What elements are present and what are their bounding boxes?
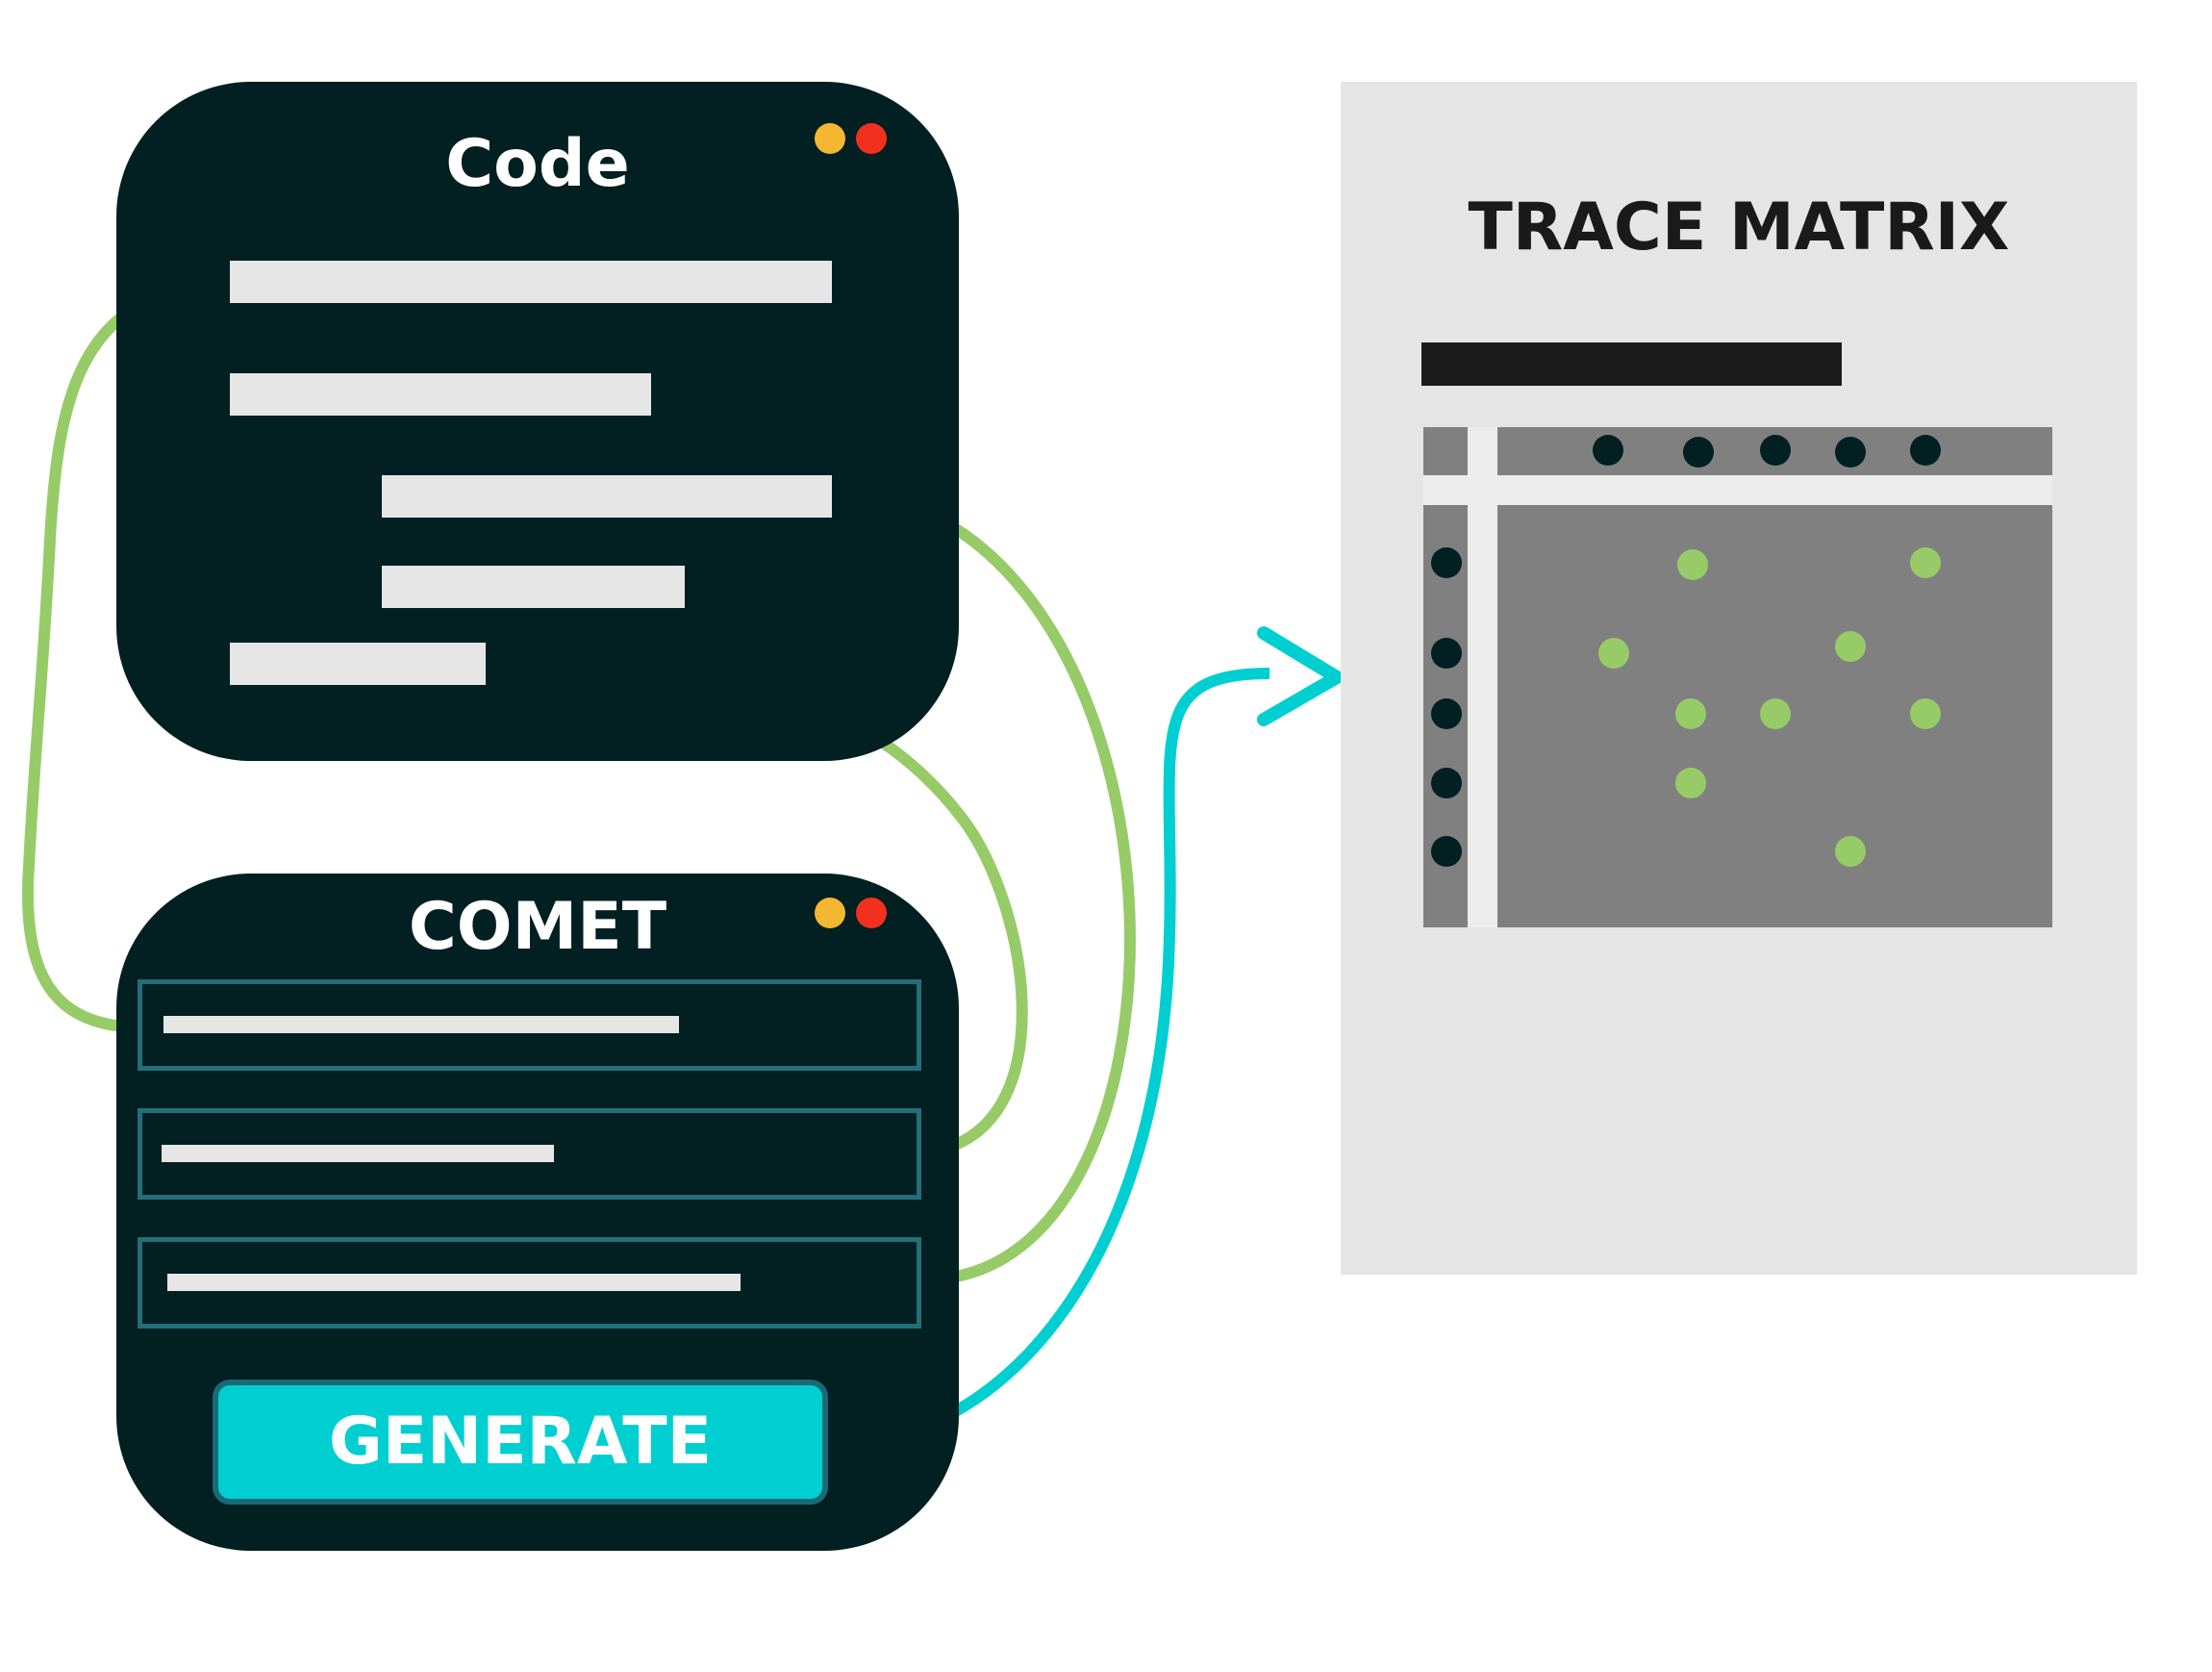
column-header-marker <box>1683 437 1714 468</box>
grid-column-separator <box>1468 427 1497 927</box>
trace-link-marker <box>1598 638 1629 669</box>
grid-header-separator <box>1423 475 2052 505</box>
trace-matrix-document: TRACE MATRIX <box>1341 82 2137 1275</box>
window-dot-yellow-icon <box>815 123 845 154</box>
code-line <box>230 373 651 416</box>
comet-field-1[interactable] <box>138 979 921 1071</box>
field-text-placeholder <box>162 1145 554 1162</box>
row-header-marker <box>1431 698 1462 729</box>
comet-field-3[interactable] <box>138 1237 921 1329</box>
field-text-placeholder <box>163 1016 679 1033</box>
trace-matrix-grid <box>1423 427 2052 927</box>
row-header-marker <box>1431 638 1462 669</box>
trace-matrix-title: TRACE MATRIX <box>1468 190 2010 266</box>
trace-link-marker <box>1835 631 1866 662</box>
trace-link-marker <box>1677 549 1708 580</box>
trace-link-marker <box>1835 836 1866 867</box>
comet-window: COMET GENERATE <box>116 874 959 1551</box>
row-header-marker <box>1431 836 1462 867</box>
trace-link-marker <box>1910 547 1941 578</box>
trace-link-code-line-3-to-field-3 <box>828 484 1136 1285</box>
comet-field-2[interactable] <box>138 1108 921 1200</box>
generate-to-trace-matrix-link <box>826 668 1270 1452</box>
code-line <box>230 643 486 685</box>
field-text-placeholder <box>167 1274 741 1291</box>
trace-link-marker <box>1675 768 1706 798</box>
column-header-marker <box>1593 435 1623 466</box>
code-line <box>382 566 685 608</box>
code-line <box>382 475 832 518</box>
column-header-marker <box>1760 435 1791 466</box>
column-header-marker <box>1835 437 1866 468</box>
comet-window-title: COMET <box>408 889 667 965</box>
window-dot-red-icon <box>856 123 887 154</box>
trace-link-marker <box>1675 698 1706 729</box>
window-dot-yellow-icon <box>815 898 845 928</box>
generate-button[interactable]: GENERATE <box>213 1380 828 1505</box>
row-header-marker <box>1431 547 1462 578</box>
trace-link-marker <box>1910 698 1941 729</box>
row-header-marker <box>1431 768 1462 798</box>
trace-link-marker <box>1760 698 1791 729</box>
code-window-title: Code <box>445 126 630 202</box>
code-line <box>230 261 832 303</box>
arrow-right-icon <box>1257 626 1344 726</box>
trace-matrix-heading-bar <box>1421 342 1842 386</box>
window-dot-red-icon <box>856 898 887 928</box>
trace-link-code-line-1-to-field-1 <box>22 279 232 1033</box>
column-header-marker <box>1910 435 1941 466</box>
code-window: Code <box>116 82 959 761</box>
